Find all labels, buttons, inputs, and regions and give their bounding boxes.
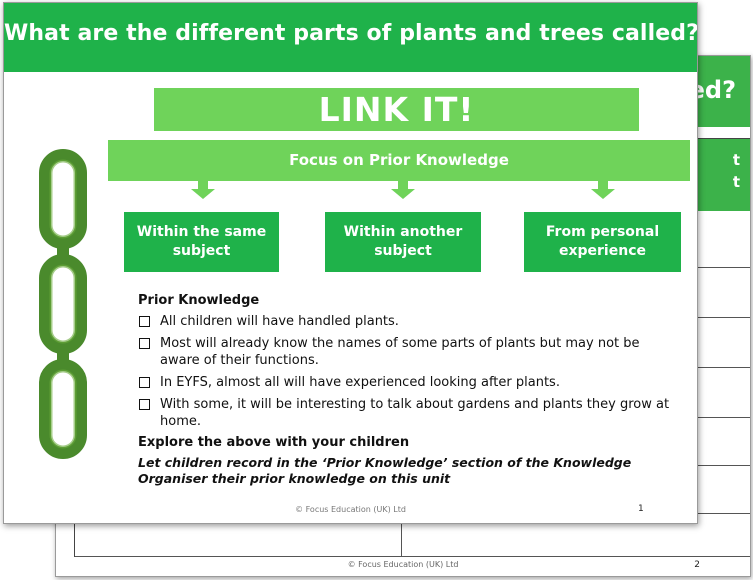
list-item: With some, it will be interesting to tal…: [138, 396, 678, 430]
explore-heading: Explore the above with your children: [138, 435, 410, 450]
checkbox-icon: [139, 377, 150, 388]
checkbox-icon: [139, 399, 150, 410]
front-slide: What are the different parts of plants a…: [3, 2, 698, 524]
chain-icon: [39, 149, 87, 459]
list-item: Most will already know the names of some…: [138, 335, 678, 369]
focus-banner: Focus on Prior Knowledge: [108, 140, 690, 181]
arrow-down-icon: [391, 181, 415, 199]
title-bar: What are the different parts of plants a…: [4, 3, 697, 72]
slide-page-number: 1: [638, 504, 644, 514]
checkbox-icon: [139, 316, 150, 327]
back-slide-footer: © Focus Education (UK) Ltd: [347, 560, 459, 569]
slide-footer: © Focus Education (UK) Ltd: [295, 505, 406, 514]
arrow-down-icon: [191, 181, 215, 199]
list-item: In EYFS, almost all will have experience…: [138, 374, 678, 391]
back-table-bottom: [75, 556, 750, 557]
back-slide-page-number: 2: [694, 560, 700, 570]
page-title: What are the different parts of plants a…: [4, 21, 698, 46]
link-it-banner: LINK IT!: [154, 88, 639, 131]
record-instruction: Let children record in the ‘Prior Knowle…: [138, 455, 632, 486]
prior-knowledge-heading: Prior Knowledge: [138, 293, 260, 308]
back-table-header-text: t t: [732, 151, 740, 191]
list-item: All children will have handled plants.: [138, 313, 678, 330]
prior-knowledge-list: All children will have handled plants. M…: [138, 313, 678, 435]
arrow-down-icon: [591, 181, 615, 199]
checkbox-icon: [139, 338, 150, 349]
